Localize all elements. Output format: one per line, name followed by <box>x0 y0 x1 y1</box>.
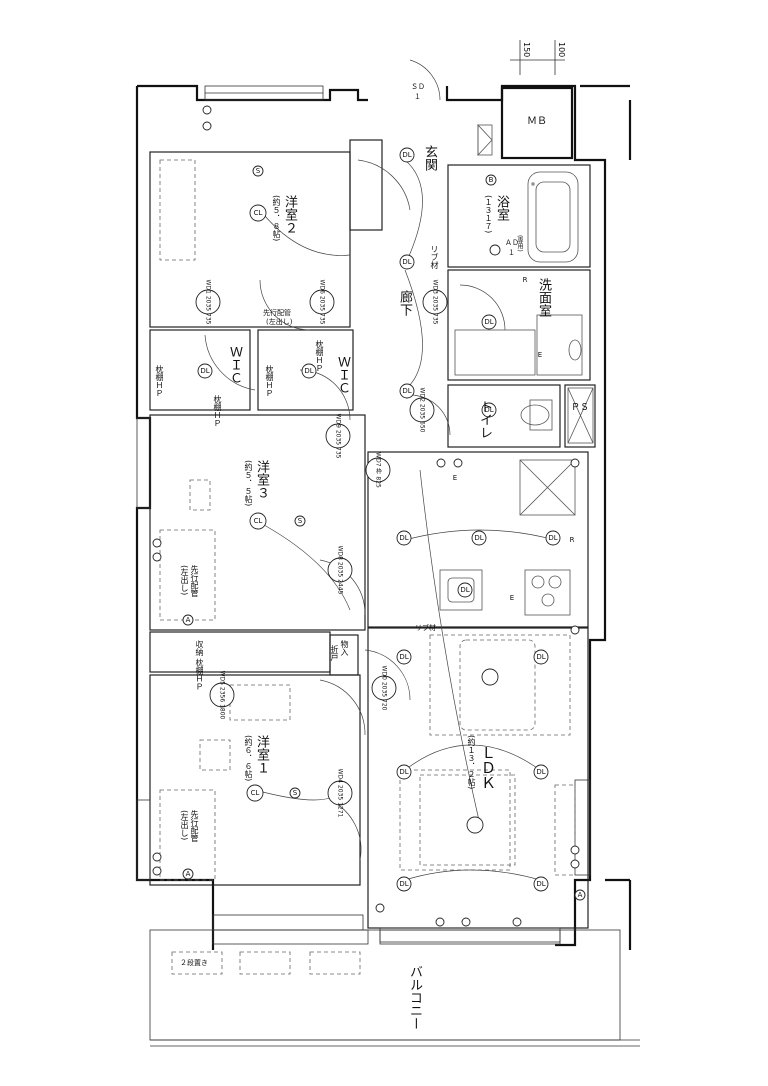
cl-lights <box>246 204 499 834</box>
room-western2-name: 洋室２ <box>282 195 297 234</box>
dl-light-label: DL <box>548 534 558 542</box>
room-toilet-name: トイレ <box>477 400 492 439</box>
advance-pipe-sub-1: (左出し) <box>266 318 293 326</box>
door-tag-wd3: WD3 2035 735 <box>431 279 439 325</box>
windows <box>136 85 591 943</box>
advance-pipe-label-1: 先行配管 <box>263 309 291 317</box>
fixtures <box>439 123 594 616</box>
sensor-label: S <box>297 517 303 525</box>
a-label: A <box>185 616 191 624</box>
ad-num-label: １ <box>508 249 515 257</box>
mb-label: ＭＢ <box>527 116 547 127</box>
a-label: A <box>577 891 583 899</box>
door-tag-wd7: WD7 枠 825 <box>374 452 382 488</box>
r-label: R <box>569 536 575 544</box>
senyou-label: (専用) <box>516 235 523 252</box>
dimension-150: 150 <box>522 42 531 58</box>
aircon-place-label: ２段置き <box>180 959 208 967</box>
dl-light-label: DL <box>200 367 210 375</box>
storage-door-label: 物入 <box>340 640 349 656</box>
dl-light-label: DL <box>402 151 412 159</box>
cl-light-label: CL <box>253 517 263 525</box>
furniture <box>189 479 576 876</box>
cl-light-label: CL <box>253 209 263 217</box>
closet-hatching <box>159 159 571 881</box>
e-label: E <box>537 351 543 359</box>
dl-light-label: DL <box>536 653 546 661</box>
sensor-label: S <box>292 789 298 797</box>
dl-light-label: DL <box>402 258 412 266</box>
dl-light-label: DL <box>399 768 409 776</box>
door-tag-wd8: WD8 2035 2445 <box>336 545 344 595</box>
r-label: R <box>522 276 528 284</box>
dl-light-label: DL <box>460 586 470 594</box>
dl-light-label: DL <box>484 318 494 326</box>
room-ldk-name: ＬＤＫ <box>479 745 497 790</box>
storage-hp-label: 収納 枕棚ＨＰ <box>195 640 204 691</box>
sd-num-label: １ <box>414 93 421 101</box>
shelf-hp-label-2: 枕棚ＨＰ <box>265 365 274 397</box>
e-label: E <box>452 474 458 482</box>
room-western1-area: (約６．６帖) <box>244 735 253 782</box>
room-western2-area: (約５．８帖) <box>272 195 281 242</box>
door-tag-wd0: WD0 2035 720 <box>380 665 388 711</box>
room-western1-name: 洋室１ <box>254 735 269 774</box>
cl-light-label: CL <box>250 789 260 797</box>
sd-label: ＳＤ <box>411 83 425 91</box>
room-washroom-name: 洗面室 <box>536 278 551 317</box>
room-wic-b-name: ＷＩＣ <box>335 355 350 394</box>
advance-pipe-sub-3: (左出し) <box>180 810 189 841</box>
sensor-label: S <box>255 167 261 175</box>
room-ldk-area: (約１３．２帖) <box>467 735 476 790</box>
dl-light-label: DL <box>474 534 484 542</box>
room-wic-a-name: ＷＩＣ <box>227 345 242 384</box>
door-tag-wd6: WD6 2035 735 <box>318 279 326 325</box>
rib-label-1: リブ材 <box>430 245 439 269</box>
s-sensors <box>252 165 306 799</box>
ad-label: ＡＤ <box>505 239 519 247</box>
dimension-lines <box>510 40 565 75</box>
room-corridor-name: 廊下 <box>397 290 412 316</box>
advance-pipe-label-2: 先行配管 <box>190 565 199 597</box>
room-balcony-name: バルコニー <box>407 965 422 1030</box>
dl-light-label: DL <box>399 534 409 542</box>
interior-walls <box>149 139 596 929</box>
shelf-hp-label-1: 枕棚ＨＰ <box>155 365 164 397</box>
dl-light-label: DL <box>536 768 546 776</box>
shelf-hp-label-3: 枕棚ＨＰ <box>213 395 222 427</box>
a-label: A <box>185 870 191 878</box>
dl-light-label: DL <box>304 367 314 375</box>
shelf-hp-label-4: 枕棚ＨＰ <box>315 340 324 372</box>
room-western3-area: (約５．５帖) <box>244 460 253 507</box>
room-bath-name: 浴室 <box>494 195 509 221</box>
dl-light-label: DL <box>536 880 546 888</box>
b-label: B <box>488 176 494 184</box>
door-tag-wd1: WD1 2035 735 <box>204 279 212 325</box>
balcony-area <box>149 929 640 1047</box>
door-tag-wd9: WD9 2035 735 <box>334 413 342 459</box>
e-label: E <box>509 594 515 602</box>
dl-light-label: DL <box>402 387 412 395</box>
rib-label-2: リブ材 <box>415 624 436 632</box>
dimension-100: 100 <box>557 42 566 58</box>
dl-light-label: DL <box>399 653 409 661</box>
door-tag-wd5: WD5 2356 1800 <box>218 670 226 720</box>
room-entrance-name: 玄関 <box>422 145 437 171</box>
dl-light-label: DL <box>484 406 494 414</box>
door-tag-wd4: WD4 2035 1271 <box>336 768 344 818</box>
room-bath-size: (１３１７) <box>484 195 493 234</box>
door-tags <box>195 289 448 806</box>
storage-folding-door-label: 折戸 <box>330 645 339 661</box>
room-western3-name: 洋室３ <box>254 460 269 499</box>
ps-label: ＰＳ <box>571 403 590 413</box>
outlets <box>152 105 586 927</box>
dl-lights <box>197 147 561 892</box>
lighting-wires <box>254 159 556 881</box>
dl-light-label: DL <box>399 880 409 888</box>
door-tag-wd2: WD2 2035 650 <box>418 387 426 433</box>
advance-pipe-sub-2: (左出し) <box>180 565 189 596</box>
advance-pipe-label-3: 先行配管 <box>190 810 199 842</box>
